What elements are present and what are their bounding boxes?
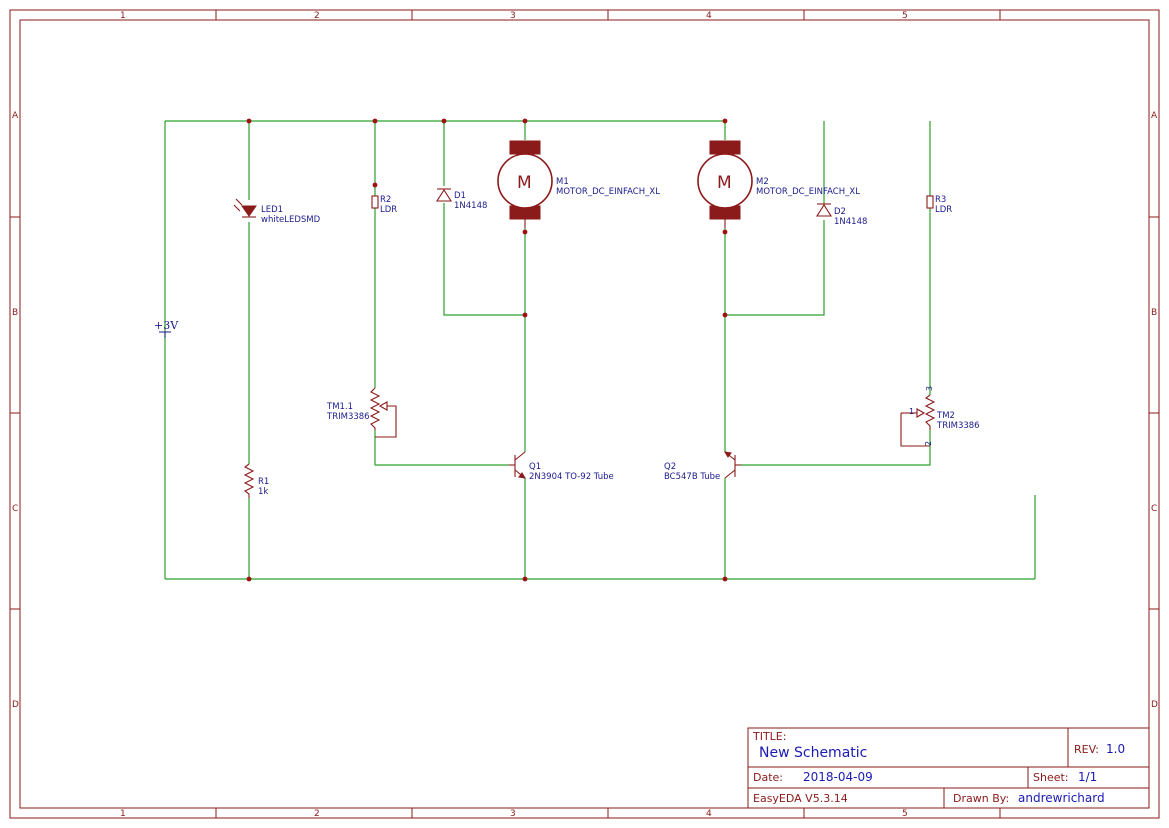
title-label: TITLE: — [752, 730, 786, 743]
column-label: 5 — [902, 11, 908, 21]
m2-symbol: M — [717, 173, 732, 193]
power-symbol-3v[interactable]: +3V — [154, 319, 179, 338]
q1-transistor[interactable]: Q1 2N3904 TO-92 Tube — [509, 451, 614, 482]
r1-resistor[interactable]: R1 1k — [243, 463, 269, 498]
date-value: 2018-04-09 — [803, 770, 873, 784]
q1-ref: Q1 — [529, 462, 541, 472]
q2-ref: Q2 — [664, 462, 676, 472]
row-dividers — [10, 216, 1159, 610]
date-label: Date: — [753, 771, 783, 784]
tm11-ref: TM1.1 — [326, 402, 353, 412]
m1-motor[interactable]: M M1 MOTOR_DC_EINFACH_XL — [497, 140, 660, 228]
led1-ref: LED1 — [261, 205, 283, 215]
tm2-pin2: 2 — [924, 441, 933, 446]
sheet-label: Sheet: — [1033, 771, 1069, 784]
d2-value: 1N4148 — [834, 217, 867, 227]
column-label: 2 — [314, 809, 320, 819]
d2-diode[interactable]: D2 1N4148 — [815, 203, 867, 227]
r1-ref: R1 — [258, 477, 269, 487]
column-label: 3 — [510, 11, 516, 21]
d1-value: 1N4148 — [454, 201, 487, 211]
tm2-pin1: 1 — [909, 407, 914, 416]
rev-label: REV: — [1074, 743, 1099, 756]
tm11-trimmer[interactable]: TM1.1 TRIM3386 — [326, 387, 397, 438]
column-label: 1 — [120, 11, 126, 21]
rev-value: 1.0 — [1106, 742, 1125, 756]
m1-ref: M1 — [556, 177, 569, 187]
row-label: C — [1151, 504, 1157, 514]
row-label: D — [12, 700, 19, 710]
column-label: 3 — [510, 809, 516, 819]
d1-ref: D1 — [454, 191, 466, 201]
column-dividers — [215, 10, 1001, 818]
m1-symbol: M — [517, 173, 532, 193]
power-label: +3V — [154, 319, 179, 332]
q1-value: 2N3904 TO-92 Tube — [529, 472, 614, 482]
m1-value: MOTOR_DC_EINFACH_XL — [556, 187, 660, 197]
m2-motor[interactable]: M M2 MOTOR_DC_EINFACH_XL — [697, 140, 860, 228]
d1-diode[interactable]: D1 1N4148 — [435, 188, 487, 211]
r3-ldr[interactable]: R3 LDR — [926, 195, 952, 215]
drawing-frame: 1 2 3 4 5 1 2 3 4 5 A B C D A B C D — [9, 9, 1160, 819]
row-label: A — [1151, 111, 1158, 121]
junctions — [246, 118, 728, 582]
r3-value: LDR — [935, 205, 952, 215]
m2-ref: M2 — [756, 177, 769, 187]
row-label: A — [12, 111, 19, 121]
column-label: 5 — [902, 809, 908, 819]
tm2-trimmer[interactable]: 3 1 2 TM2 TRIM3386 — [900, 386, 980, 447]
tm2-value: TRIM3386 — [936, 421, 980, 431]
sheet-value: 1/1 — [1078, 770, 1097, 784]
m2-value: MOTOR_DC_EINFACH_XL — [756, 187, 860, 197]
row-label: B — [12, 308, 18, 318]
column-label: 1 — [120, 809, 126, 819]
software-version: EasyEDA V5.3.14 — [753, 792, 848, 805]
title-block: TITLE: New Schematic REV: 1.0 Date: 2018… — [747, 727, 1150, 809]
r2-value: LDR — [380, 205, 397, 215]
schematic-title: New Schematic — [759, 745, 867, 761]
tm2-ref: TM2 — [936, 411, 955, 421]
drawn-by-value: andrewrichard — [1018, 791, 1105, 805]
led1-symbol[interactable]: LED1 whiteLEDSMD — [233, 198, 321, 225]
r3-ref: R3 — [935, 195, 946, 205]
column-label: 2 — [314, 11, 320, 21]
r2-ref: R2 — [380, 195, 391, 205]
column-label: 4 — [706, 11, 712, 21]
r2-ldr[interactable]: R2 LDR — [371, 195, 397, 215]
row-label: B — [1151, 308, 1157, 318]
led1-value: whiteLEDSMD — [261, 215, 321, 225]
row-label: D — [1151, 700, 1158, 710]
row-label: C — [12, 504, 18, 514]
drawn-by-label: Drawn By: — [953, 792, 1009, 805]
tm11-value: TRIM3386 — [326, 412, 370, 422]
d2-ref: D2 — [834, 207, 846, 217]
r1-value: 1k — [258, 487, 268, 497]
tm2-pin3: 3 — [925, 386, 934, 391]
q2-value: BC547B Tube — [664, 472, 720, 482]
column-label: 4 — [706, 809, 712, 819]
q2-transistor[interactable]: Q2 BC547B Tube — [664, 451, 741, 482]
